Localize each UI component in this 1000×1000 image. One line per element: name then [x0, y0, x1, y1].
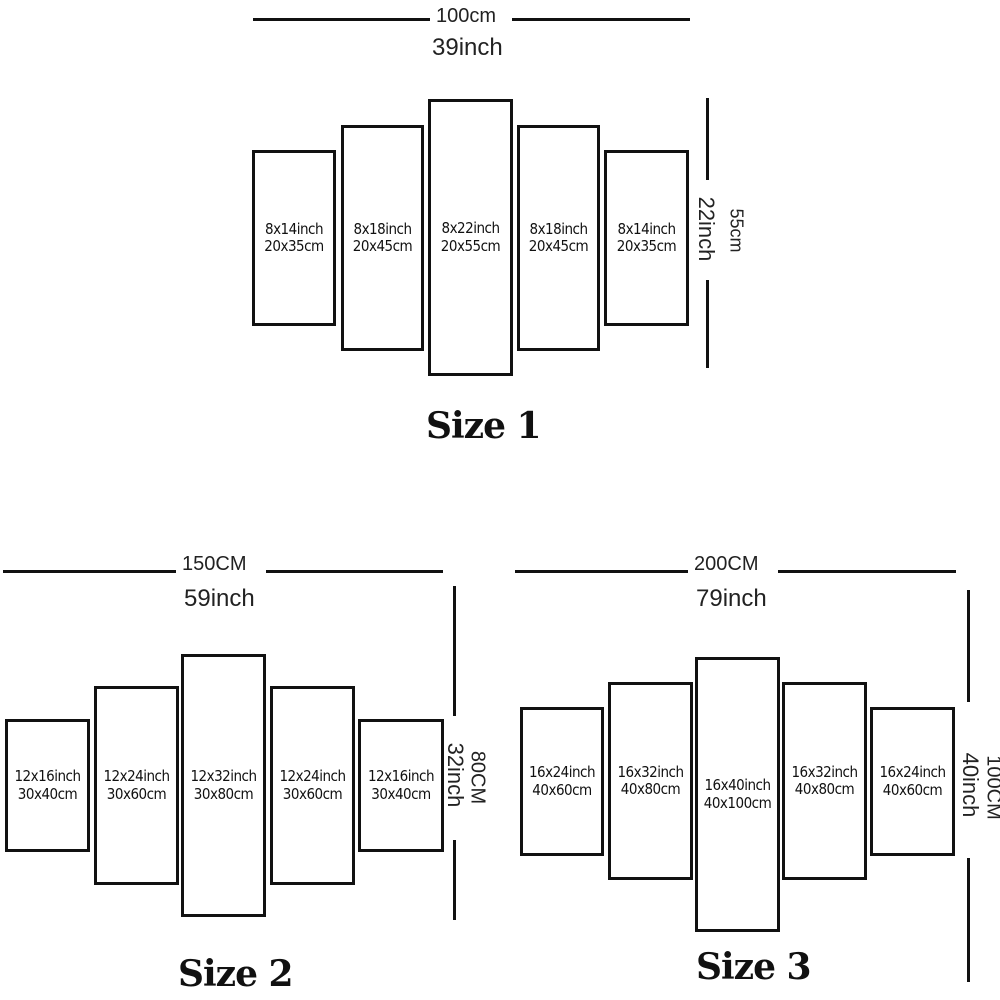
- size3-panel-5-cm: 40x60cm: [882, 780, 943, 799]
- size1-panel-2-cm: 20x45cm: [352, 237, 413, 255]
- size2-panel-4-cm: 30x60cm: [282, 784, 343, 803]
- size3-height-inch: 40inch: [958, 752, 983, 818]
- size2-panel-5: 12x16inch 30x40cm: [358, 719, 444, 852]
- size1-panel-2: 8x18inch 20x45cm: [341, 125, 424, 351]
- size2-height-line-bottom: [453, 840, 456, 920]
- size2-panel-2-inch: 12x24inch: [103, 767, 170, 786]
- size1-panel-3: 8x22inch 20x55cm: [428, 99, 513, 376]
- size1-panel-3-inch: 8x22inch: [441, 219, 500, 238]
- size3-panel-4: 16x32inch 40x80cm: [782, 682, 867, 880]
- size1-height-line-top: [706, 98, 709, 180]
- size2-panel-2-cm: 30x60cm: [106, 784, 167, 803]
- size1-title: Size 1: [426, 405, 542, 447]
- size3-title: Size 3: [696, 946, 812, 988]
- size3-height-cm: 100CM: [982, 755, 1000, 820]
- size2-panel-1: 12x16inch 30x40cm: [5, 719, 90, 852]
- size2-width-inch: 59inch: [184, 585, 255, 612]
- size1-panel-5-cm: 20x35cm: [616, 237, 677, 255]
- size3-panel-1: 16x24inch 40x60cm: [520, 707, 604, 856]
- size2-height-cm: 80CM: [466, 750, 489, 805]
- size3-panel-4-inch: 16x32inch: [791, 762, 858, 781]
- size3-panel-5: 16x24inch 40x60cm: [870, 707, 955, 856]
- size1-height-line-bottom: [706, 280, 709, 368]
- size3-width-cm: 200CM: [694, 553, 759, 575]
- size1-width-line-right: [512, 18, 690, 21]
- size3-panel-3-inch: 16x40inch: [704, 776, 771, 795]
- size3-height-line-top: [967, 590, 970, 702]
- size2-width-line-right: [266, 570, 443, 573]
- size1-panel-4-cm: 20x45cm: [528, 237, 589, 255]
- size1-panel-1-inch: 8x14inch: [264, 219, 324, 238]
- size1-panel-5: 8x14inch 20x35cm: [604, 150, 689, 326]
- size2-panel-4-inch: 12x24inch: [279, 767, 346, 786]
- size2-width-line-left: [3, 570, 176, 573]
- size3-width-inch: 79inch: [696, 585, 767, 612]
- size2-height-inch: 32inch: [443, 742, 468, 808]
- size2-panel-3-cm: 30x80cm: [193, 784, 254, 803]
- size3-panel-2-inch: 16x32inch: [617, 762, 684, 781]
- size3-height-line-bottom: [967, 858, 970, 982]
- size1-width-inch: 39inch: [432, 34, 503, 61]
- size3-width-line-left: [515, 570, 688, 573]
- size2-panel-4: 12x24inch 30x60cm: [270, 686, 355, 885]
- size2-panel-1-cm: 30x40cm: [17, 784, 78, 803]
- size1-panel-3-cm: 20x55cm: [440, 236, 501, 255]
- size3-panel-4-cm: 40x80cm: [794, 780, 855, 798]
- size3-panel-2-cm: 40x80cm: [620, 780, 681, 798]
- size1-width-cm: 100cm: [436, 5, 497, 27]
- size2-panel-3: 12x32inch 30x80cm: [181, 654, 266, 917]
- size1-panel-2-inch: 8x18inch: [353, 219, 412, 238]
- size2-height-line-top: [453, 586, 456, 716]
- size2-title: Size 2: [178, 953, 294, 995]
- size3-panel-5-inch: 16x24inch: [879, 763, 946, 782]
- size2-width-cm: 150CM: [182, 553, 247, 575]
- size1-panel-5-inch: 8x14inch: [617, 219, 676, 238]
- size3-panel-2: 16x32inch 40x80cm: [608, 682, 693, 880]
- size1-panel-4: 8x18inch 20x45cm: [517, 125, 600, 351]
- size2-panel-5-cm: 30x40cm: [371, 784, 431, 803]
- size1-panel-1-cm: 20x35cm: [264, 237, 324, 255]
- size3-panel-3: 16x40inch 40x100cm: [695, 657, 780, 932]
- size1-panel-4-inch: 8x18inch: [529, 219, 588, 238]
- size1-width-line-left: [253, 18, 430, 21]
- size3-panel-1-cm: 40x60cm: [532, 780, 592, 799]
- size1-height-inch: 22inch: [694, 196, 719, 262]
- size2-panel-5-inch: 12x16inch: [367, 767, 435, 786]
- size1-panel-1: 8x14inch 20x35cm: [252, 150, 336, 326]
- size3-panel-3-cm: 40x100cm: [703, 793, 772, 812]
- size2-panel-3-inch: 12x32inch: [190, 767, 257, 786]
- size3-width-line-right: [778, 570, 956, 573]
- size2-panel-2: 12x24inch 30x60cm: [94, 686, 179, 885]
- size3-panel-1-inch: 16x24inch: [528, 763, 596, 782]
- size1-height-cm: 55cm: [726, 208, 747, 253]
- size2-panel-1-inch: 12x16inch: [14, 767, 81, 786]
